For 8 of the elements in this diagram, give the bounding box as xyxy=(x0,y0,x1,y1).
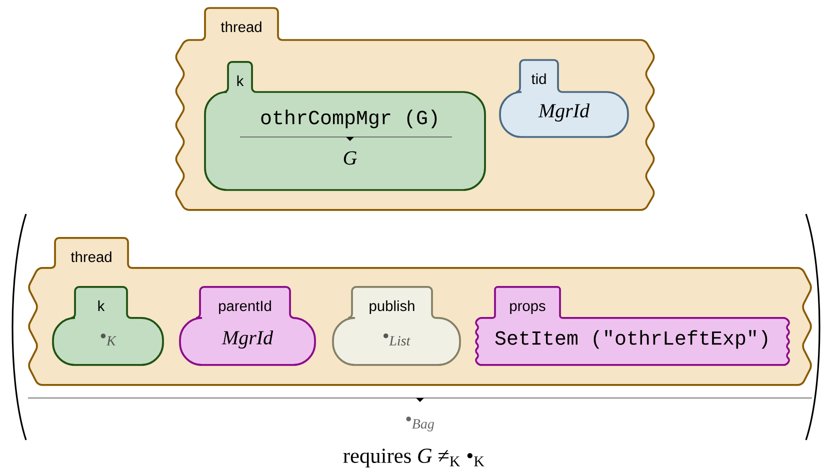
props-cell: props SetItem ("othrLeftExp") xyxy=(475,286,790,366)
k-cell: tid MgrId xyxy=(499,59,629,138)
side-condition: requires G ≠$_{K}$ •$_{K}$ xyxy=(343,448,484,468)
k-cell: parentId MgrId xyxy=(179,286,316,366)
bag-unit: •$_{Bag}$ xyxy=(406,416,434,432)
k-cell: publish •$_{List}$ xyxy=(332,286,461,366)
k-cell: k •$_{K}$ xyxy=(52,286,164,366)
k-cell: k othrCompMgr (G) G xyxy=(204,61,486,191)
